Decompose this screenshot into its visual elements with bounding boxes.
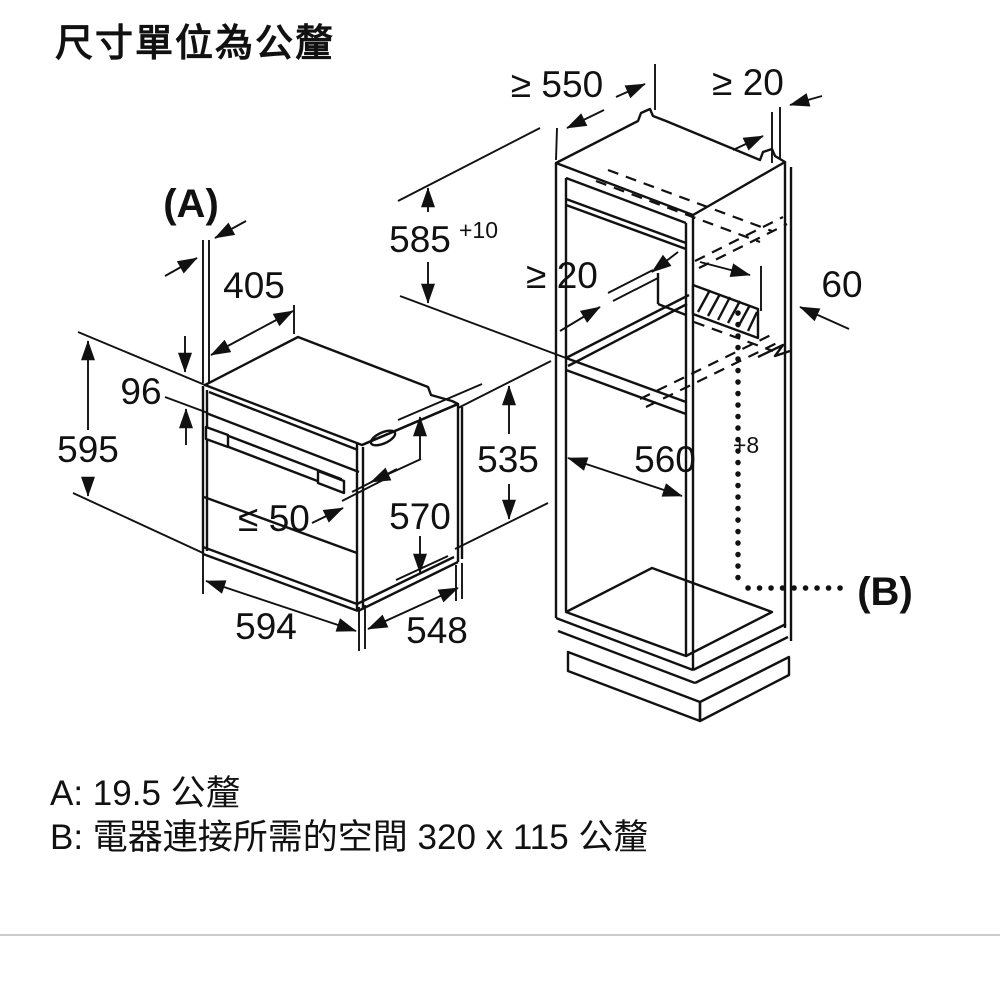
label-B: (B) [857,570,913,614]
footnote-a: A: 19.5 公釐 [50,774,241,813]
dim-96-label: 96 [120,371,161,412]
dim-50-label: ≤ 50 [238,498,310,539]
dim-20-top-label: ≥ 20 [712,62,784,103]
oven-dimensions: (A) 405 96 595 ≤ 50 [57,182,552,651]
cabinet-plinth [555,616,791,723]
bottom-divider [0,934,1000,936]
cabinet-shelf [565,273,690,416]
oven-drawing [201,335,464,613]
dim-570-label: 570 [389,496,451,537]
dim-560-tolerance: +8 [733,432,759,458]
oven-top-rim [208,390,359,452]
footnote-b: B: 電器連接所需的空間 320 x 115 公釐 [50,818,649,857]
oven-side-grip-cutout [369,429,397,447]
dim-585-label: 585 [389,219,451,260]
dim-548-label: 548 [406,610,468,651]
page-title: 尺寸單位為公釐 [55,23,336,65]
vent-hatch-strip [691,283,760,340]
dim-595-label: 595 [57,429,119,470]
oven-control-panel-line [205,411,360,474]
label-A: (A) [163,182,219,226]
cabinet-drawing [554,107,847,723]
dim-594-label: 594 [235,606,297,647]
oven-door-handle [204,425,346,495]
dim-60-label: 60 [821,264,862,305]
oven-door-lower-line [203,495,358,555]
dim-550-label: ≥ 550 [511,64,603,105]
dim-20-mid-label: ≥ 20 [526,255,598,296]
dim-560-label: 560 [634,439,696,480]
cabinet-dimensions: ≥ 550 ≥ 20 585 +10 ≥ 20 6 [389,62,913,614]
dim-405-label: 405 [223,265,285,306]
dim-535-label: 535 [477,439,539,480]
dim-585-tolerance: +10 [459,217,498,243]
footnotes: A: 19.5 公釐 B: 電器連接所需的空間 320 x 115 公釐 [50,772,648,860]
cabinet-floor [564,566,774,658]
cabinet-top-face [554,107,787,217]
